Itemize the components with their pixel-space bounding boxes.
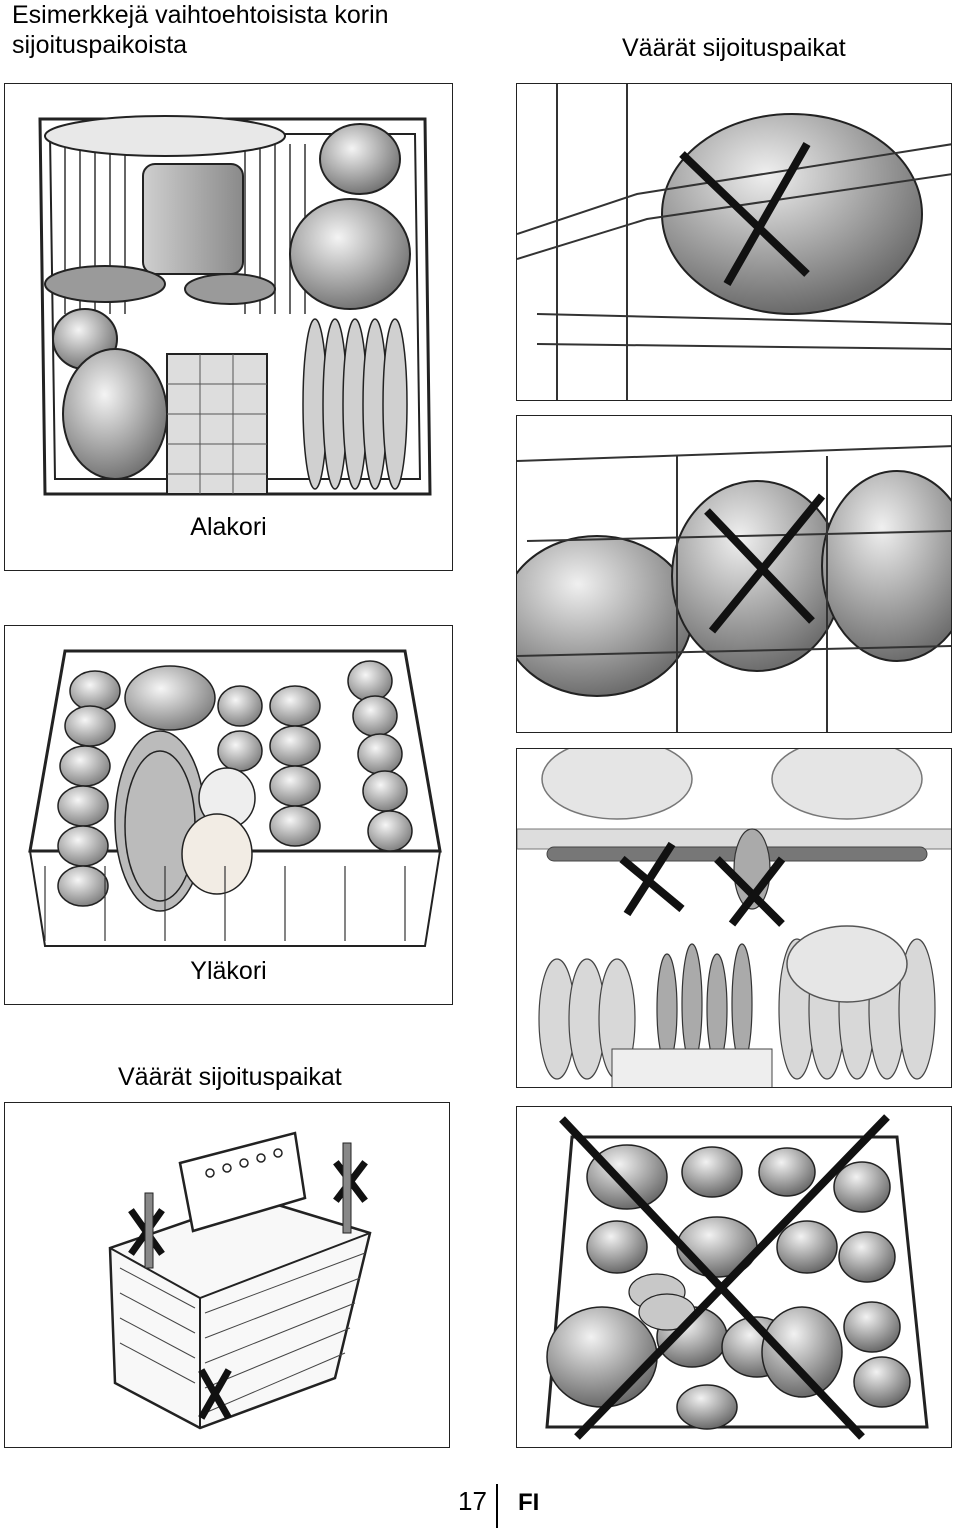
upper-rack-illustration: [28, 649, 442, 947]
cutlery-basket-illustration: [108, 1131, 372, 1430]
page-title-right: Väärät sijoituspaikat: [622, 34, 846, 62]
wrong-placement-illustration-2: [517, 445, 951, 732]
page-number: 17: [458, 1486, 487, 1516]
cutlery-basket-panel: [4, 1102, 450, 1448]
wrong-placement-illustration-4: [545, 1114, 929, 1440]
wrong-placement-illustration-3: [517, 749, 951, 1087]
language-code: FI: [518, 1489, 540, 1516]
title-line-1: Esimerkkejä vaihtoehtoisista korin: [12, 1, 389, 29]
wrong-placement-panel-1: [516, 83, 952, 401]
upper-rack-caption: Yläkori: [190, 957, 267, 985]
lower-rack-illustration: [38, 115, 432, 496]
footer-divider: [496, 1484, 498, 1528]
title-line-2: sijoituspaikoista: [12, 31, 188, 59]
wrong-placement-panel-2: [516, 415, 952, 733]
wrong-placement-panel-4: [516, 1106, 952, 1448]
lower-rack-caption: Alakori: [190, 513, 267, 541]
lower-rack-panel: Alakori: [4, 83, 453, 571]
upper-rack-panel: Yläkori: [4, 625, 453, 1005]
wrong-placement-illustration-1: [517, 84, 951, 400]
section-title-mid: Väärät sijoituspaikat: [118, 1063, 342, 1091]
page-title-left: Esimerkkejä vaihtoehtoisista korin sijoi…: [12, 0, 389, 60]
wrong-placement-panel-3: [516, 748, 952, 1088]
